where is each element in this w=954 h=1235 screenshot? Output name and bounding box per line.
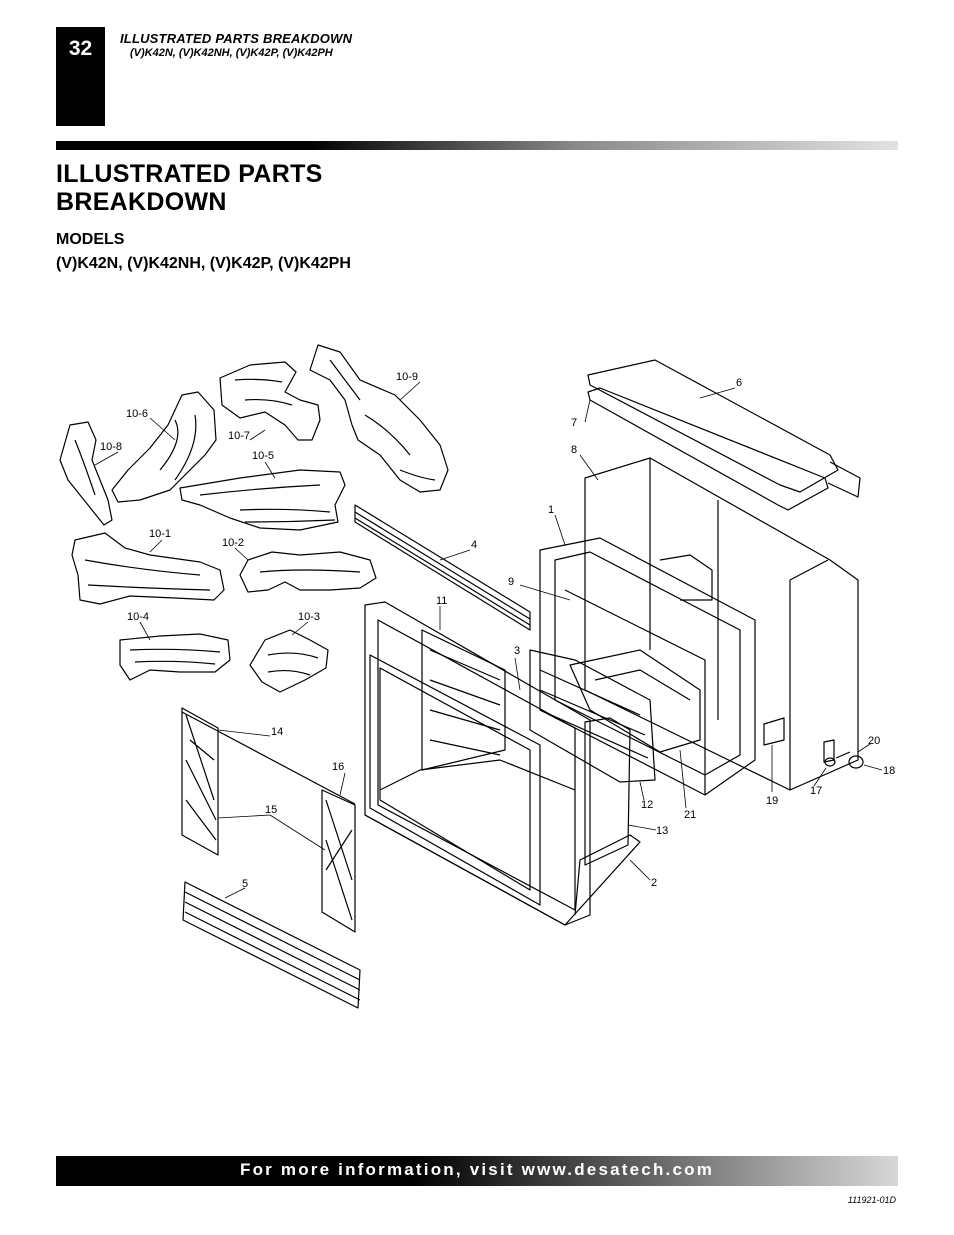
- callout-label: 18: [883, 765, 895, 777]
- callout-label: 7: [571, 417, 577, 429]
- callout-label: 20: [868, 735, 880, 747]
- footer-bar: For more information, visit www.desatech…: [56, 1156, 898, 1186]
- callout-label: 6: [736, 377, 742, 389]
- callout-label: 10-7: [228, 430, 250, 442]
- top-panel-6: [587, 359, 861, 511]
- document-code: 111921-01D: [847, 1195, 896, 1205]
- callout-label: 10-2: [222, 537, 244, 549]
- log-10-2: [239, 551, 377, 593]
- valve-parts: [763, 717, 864, 769]
- page-title: ILLUSTRATED PARTS BREAKDOWN: [56, 160, 323, 216]
- callout-label: 10-9: [396, 371, 418, 383]
- callout-label: 16: [332, 761, 344, 773]
- screen-rod-14: [181, 711, 356, 805]
- log-10-7: [219, 361, 321, 441]
- log-10-8: [59, 421, 113, 526]
- callout-label: 5: [242, 878, 248, 890]
- running-title: ILLUSTRATED PARTS BREAKDOWN: [120, 31, 353, 46]
- callout-label: 10-3: [298, 611, 320, 623]
- callout-label: 14: [271, 726, 283, 738]
- page-number-tab: 32: [56, 27, 105, 126]
- log-10-4: [119, 633, 231, 681]
- outer-cabinet-8: [584, 457, 859, 791]
- firebox-1: [539, 537, 756, 796]
- callout-label: 17: [810, 785, 822, 797]
- callout-label: 11: [436, 595, 447, 607]
- louver-5: [182, 881, 361, 1009]
- log-10-5: [179, 469, 346, 531]
- callout-label: 9: [508, 576, 514, 588]
- header-rule: [56, 141, 898, 150]
- callout-label: 2: [651, 877, 657, 889]
- footer-website-text: For more information, visit www.desatech…: [239, 1160, 715, 1179]
- log-10-9: [309, 344, 449, 493]
- callout-label: 21: [684, 809, 696, 821]
- side-panel-13: [584, 717, 631, 866]
- callout-label: 10-4: [127, 611, 149, 623]
- callout-label: 13: [656, 825, 668, 837]
- leader-lines: [94, 381, 883, 899]
- callout-label: 3: [514, 645, 520, 657]
- callout-label: 8: [571, 444, 577, 456]
- callout-label: 19: [766, 795, 778, 807]
- callout-label: 4: [471, 539, 477, 551]
- callout-label: 10-5: [252, 450, 274, 462]
- screen-15: [181, 707, 356, 933]
- log-10-1: [71, 532, 225, 605]
- louver-4: [354, 504, 531, 631]
- log-10-3: [249, 629, 329, 693]
- callout-label: 10-1: [149, 528, 171, 540]
- callout-label: 15: [265, 804, 277, 816]
- running-models: (V)K42N, (V)K42NH, (V)K42P, (V)K42PH: [130, 47, 333, 59]
- callout-label: 12: [641, 799, 653, 811]
- log-10-6: [111, 391, 217, 503]
- callout-label: 10-6: [126, 408, 148, 420]
- burner-21: [569, 649, 701, 753]
- models-list: (V)K42N, (V)K42NH, (V)K42P, (V)K42PH: [56, 255, 351, 272]
- brick-panel-12: [529, 649, 656, 783]
- models-heading: MODELS: [56, 231, 125, 248]
- callout-label: 1: [548, 504, 554, 516]
- callout-label: 10-8: [100, 441, 122, 453]
- page-number: 32: [68, 37, 93, 60]
- glass-door: [369, 654, 541, 906]
- base-2: [364, 814, 641, 926]
